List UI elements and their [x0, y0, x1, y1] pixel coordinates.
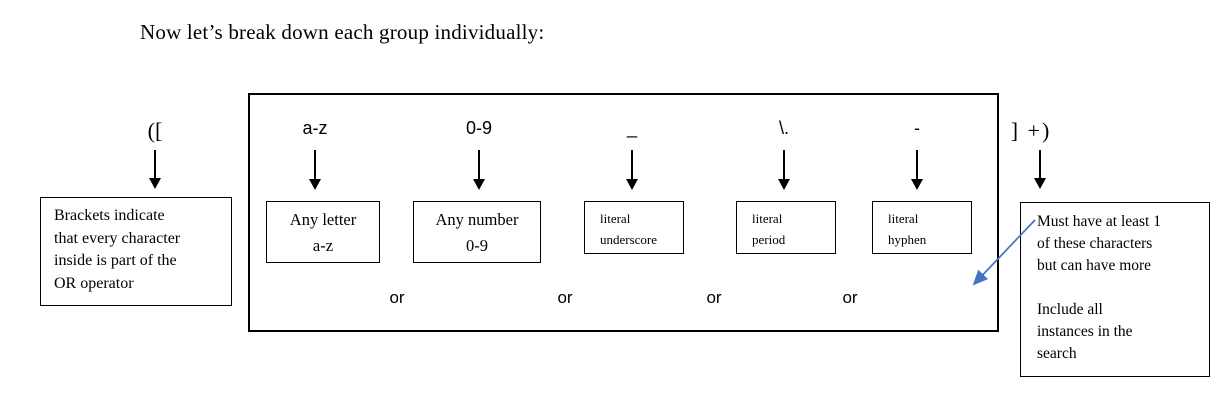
left-note-line: Brackets indicate: [54, 207, 165, 224]
token-symbol-digits: 0-9: [465, 118, 492, 138]
down-arrow-icon: [916, 150, 918, 179]
token-description-line: hyphen: [888, 231, 927, 247]
open-group-bracket-symbol: ([: [147, 118, 163, 143]
down-arrow-icon: [154, 150, 156, 178]
or-separator: or: [706, 288, 722, 307]
right-note-line: instances in the: [1037, 323, 1133, 340]
token-description-line: period: [752, 231, 786, 247]
token-description-box-hyphen: literal hyphen: [872, 201, 972, 254]
left-note-box: Brackets indicate that every character i…: [40, 197, 232, 306]
token-symbol-escaped-period: \.: [778, 118, 789, 138]
down-arrow-icon: [631, 150, 633, 179]
token-symbol-hyphen: -: [914, 118, 920, 138]
token-description-line: 0-9: [466, 235, 488, 255]
group-box: a-z 0-9 _ \. - Any letter a-z Any number…: [248, 93, 999, 332]
token-description-box-underscore: literal underscore: [584, 201, 684, 254]
token-description-line: Any letter: [289, 210, 357, 229]
down-arrow-icon: [478, 150, 480, 179]
right-note-line: search: [1037, 345, 1077, 362]
left-note-line: inside is part of the: [54, 252, 177, 270]
right-note-line: but can have more: [1037, 257, 1152, 274]
down-arrow-icon: [314, 150, 316, 179]
token-description-box-letters: Any letter a-z: [266, 201, 380, 263]
token-symbol-letters: a-z: [302, 118, 328, 138]
page-title: Now let’s break down each group individu…: [140, 20, 545, 44]
token-description-line: literal: [600, 211, 631, 226]
left-note-line: OR operator: [54, 275, 134, 293]
or-separator: or: [389, 288, 405, 307]
or-separator: or: [557, 288, 573, 307]
right-note-line: of these characters: [1037, 235, 1153, 252]
token-symbol-underscore: _: [626, 118, 637, 138]
or-separator: or: [842, 288, 858, 307]
right-note-line: Must have at least 1: [1037, 213, 1161, 230]
token-description-line: a-z: [312, 235, 334, 255]
close-bracket-plus-symbol: ] +): [1010, 118, 1052, 143]
token-description-line: literal: [752, 211, 783, 226]
token-description-line: Any number: [435, 210, 519, 229]
down-arrow-icon: [783, 150, 785, 179]
left-note-line: that every character: [54, 229, 181, 247]
right-note-box: Must have at least 1 of these characters…: [1020, 202, 1210, 377]
right-note-line: Include all: [1037, 301, 1103, 318]
token-description-box-period: literal period: [736, 201, 836, 254]
down-arrow-icon: [1039, 150, 1041, 178]
token-description-box-digits: Any number 0-9: [413, 201, 541, 263]
token-description-line: underscore: [600, 231, 658, 247]
token-description-line: literal: [888, 211, 919, 226]
paragraph-gap: [1037, 277, 1203, 299]
